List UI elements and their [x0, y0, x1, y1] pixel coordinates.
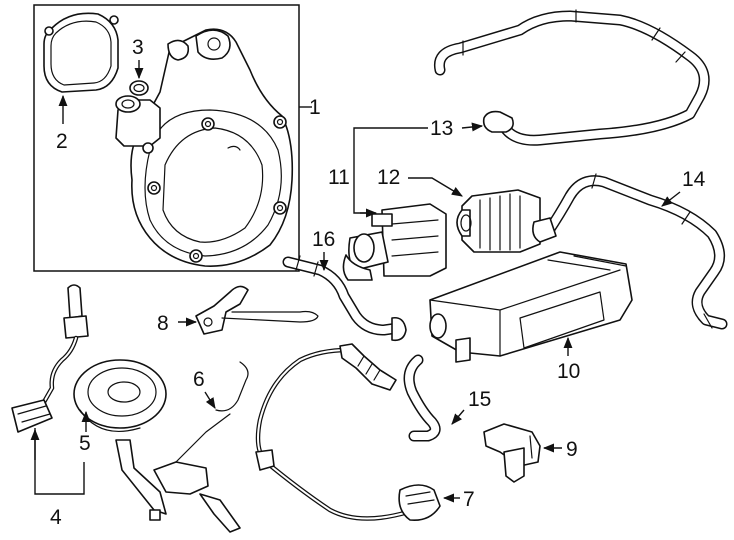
pump-inset-frame [33, 4, 300, 272]
leader-13 [461, 122, 484, 132]
callout-5: 5 [79, 432, 91, 455]
callout-9: 9 [566, 438, 578, 461]
callout-3: 3 [132, 36, 144, 59]
vent-solenoid-part [456, 189, 541, 253]
callout-2: 2 [56, 130, 68, 153]
leader-14 [661, 191, 681, 207]
callout-8: 8 [157, 312, 169, 335]
callout-14: 14 [682, 168, 706, 191]
heat-shield-5-part [73, 359, 167, 432]
callout-12: 12 [377, 166, 400, 189]
callout-6: 6 [193, 368, 205, 391]
vacuum-pump-part [115, 28, 294, 267]
o-ring-part [129, 80, 149, 96]
callout-4: 4 [50, 506, 62, 529]
callout-15: 15 [468, 388, 491, 411]
vacuum-hose-13-part [433, 9, 710, 146]
callout-11: 11 [328, 166, 350, 189]
evap-canister-part [429, 251, 633, 363]
sensor-9-part [483, 423, 541, 483]
callout-13: 13 [430, 117, 453, 140]
callout-1: 1 [309, 96, 321, 119]
callout-16: 16 [312, 228, 335, 251]
hose-15-part [403, 354, 441, 442]
sensor-8-part [195, 285, 319, 335]
leader-4 [34, 428, 85, 495]
hose-16-part [282, 255, 407, 342]
leader-15 [451, 409, 465, 425]
wiring-harness-7-part [255, 343, 441, 522]
vent-hose-14-part [532, 173, 728, 330]
gasket-part [43, 12, 119, 93]
callout-10: 10 [557, 360, 580, 383]
leader-12 [408, 177, 463, 197]
purge-valve-part [342, 203, 447, 281]
callout-7: 7 [463, 488, 475, 511]
sensor-harness-4-part [11, 284, 89, 433]
bracket-6-part [115, 361, 249, 533]
leader-6 [204, 391, 216, 409]
